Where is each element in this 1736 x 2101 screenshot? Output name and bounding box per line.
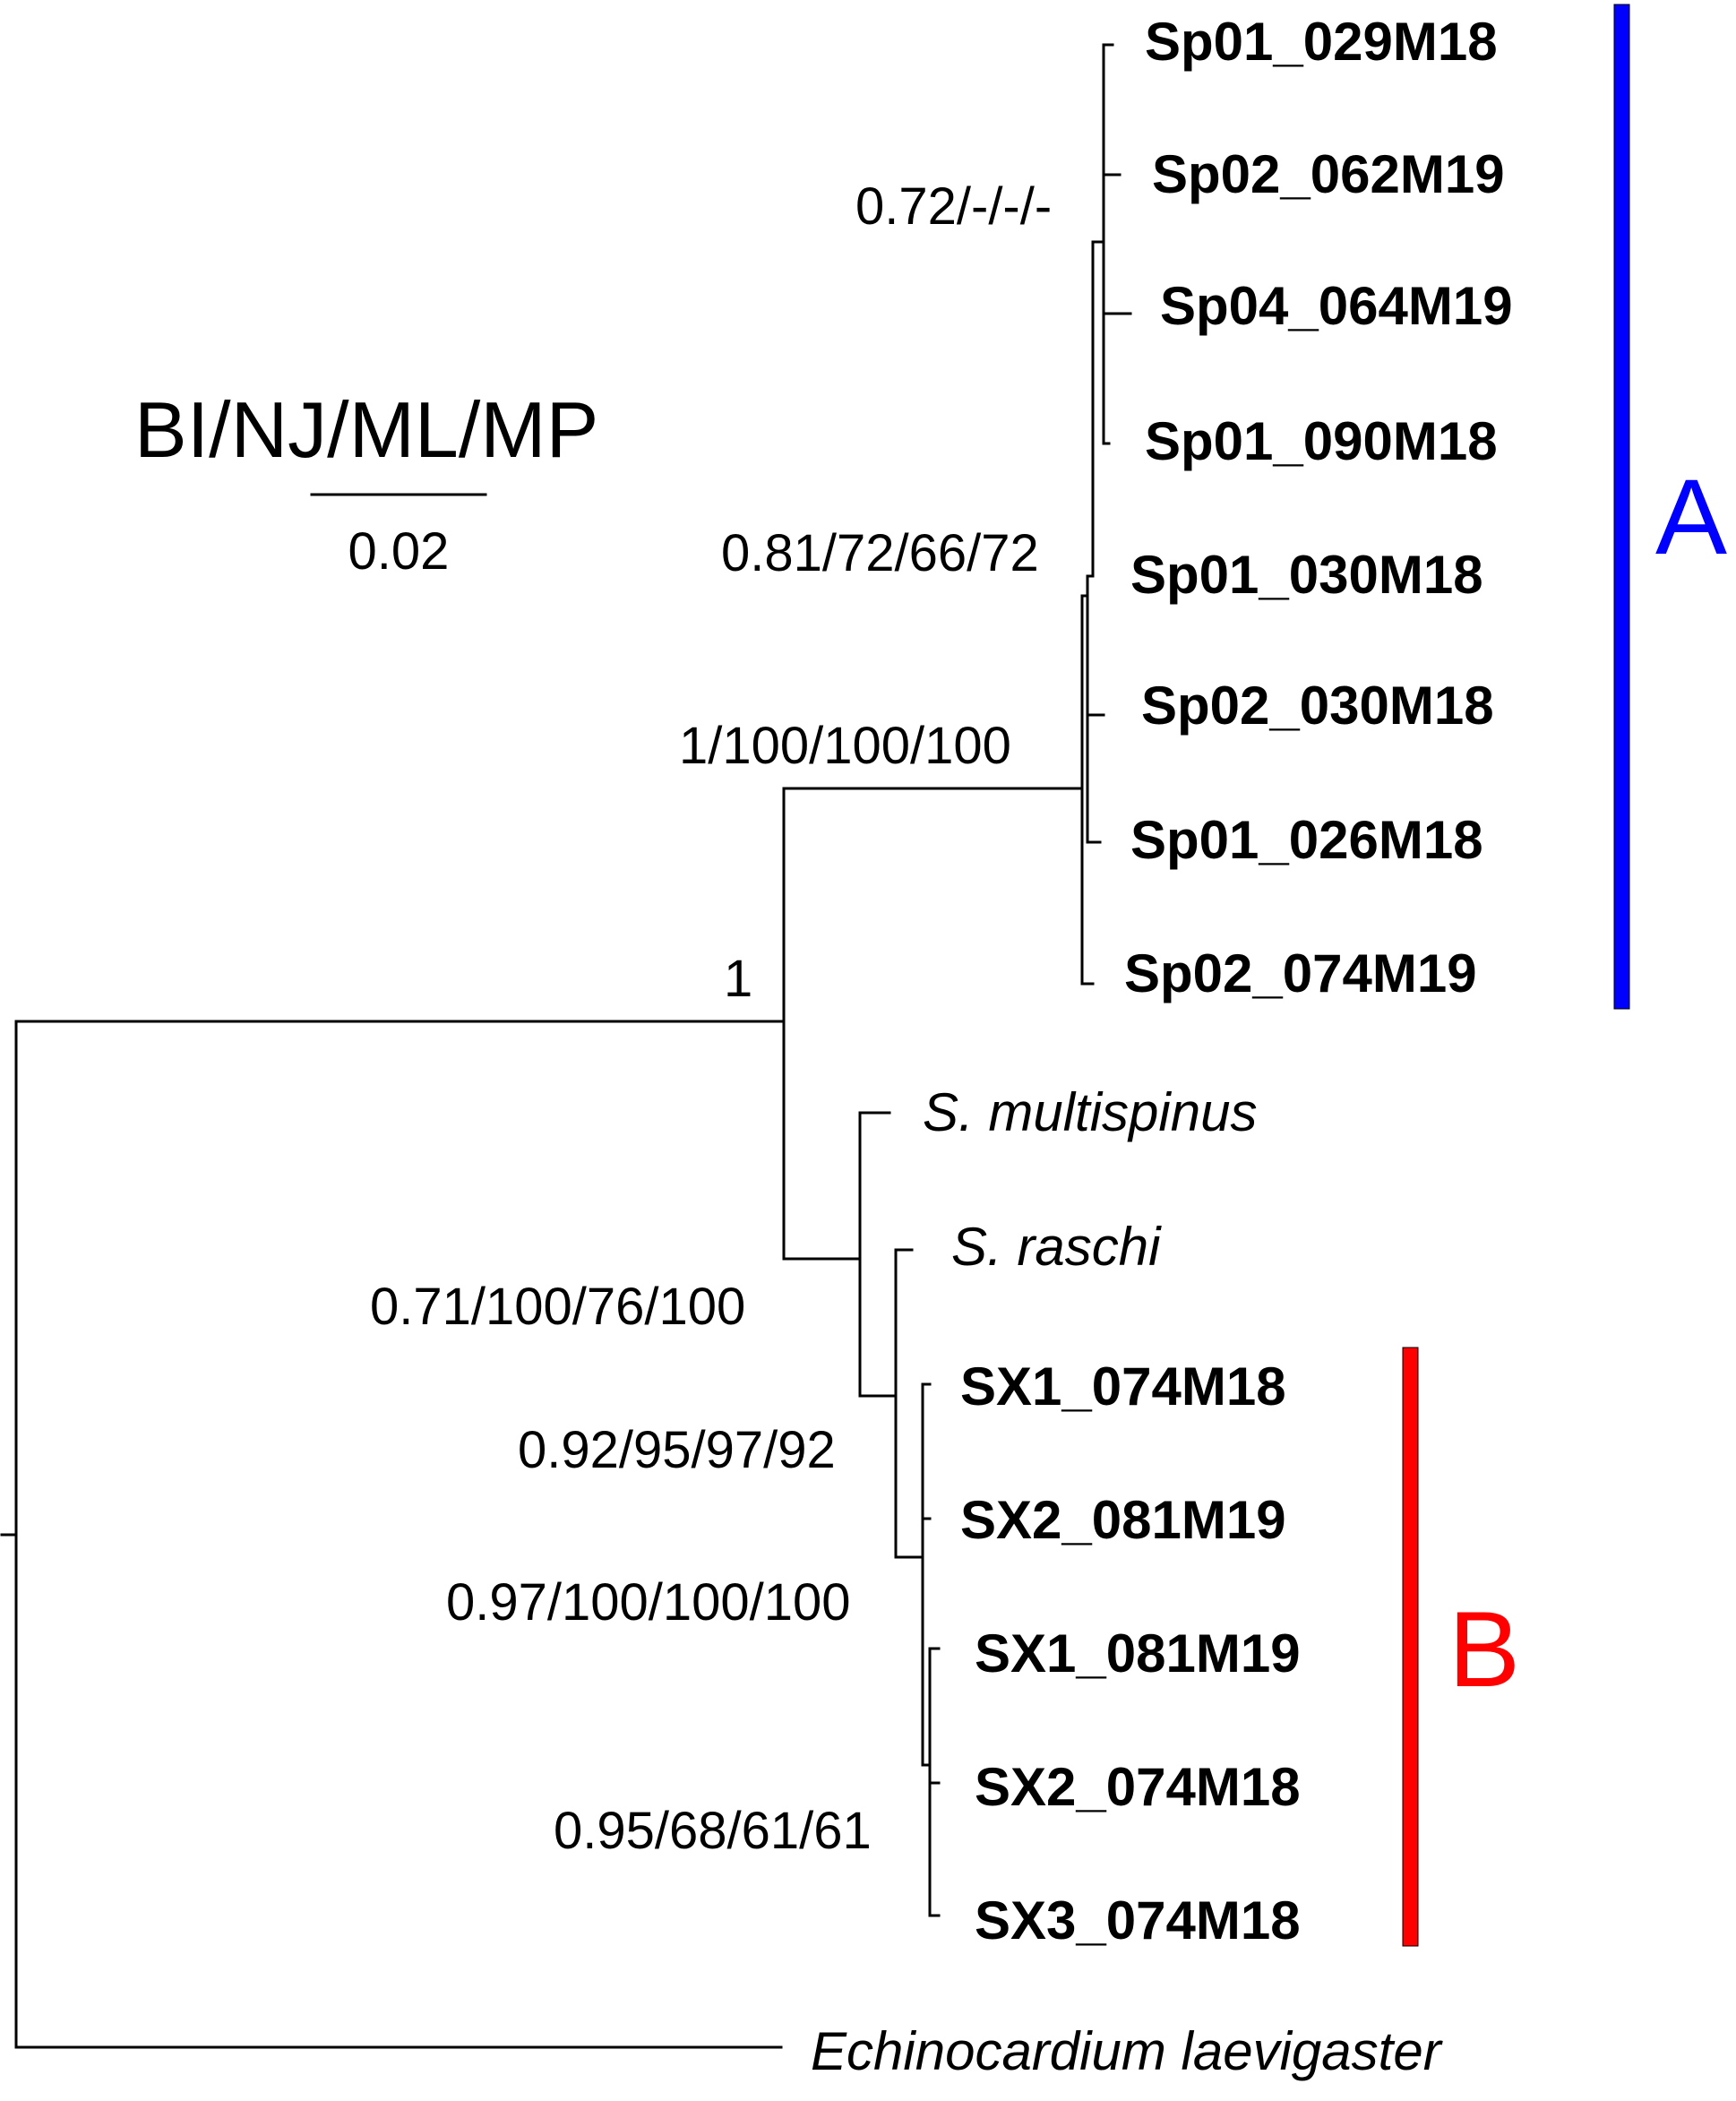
taxon-label: SX1_074M18 [960,1356,1286,1416]
taxon-label: SX2_081M19 [960,1490,1286,1550]
node-support-label: 0.92/95/97/92 [518,1421,836,1479]
node-support-label: 0.71/100/76/100 [370,1278,745,1336]
clade-a-bar [1613,4,1630,1010]
taxon-label: SX3_074M18 [975,1890,1301,1950]
taxon-label: Sp02_074M19 [1124,943,1477,1003]
taxon-label: SX2_074M18 [975,1757,1301,1817]
node-support-label: 0.95/68/61/61 [554,1802,872,1860]
scale-label: 0.02 [348,522,450,581]
taxon-label: Sp02_030M18 [1141,676,1494,736]
taxon-label: Sp01_030M18 [1130,545,1483,605]
node-support-label: 1/100/100/100 [679,717,1011,775]
clade-a-label: A [1655,457,1727,577]
taxon-label: Sp01_090M18 [1145,411,1498,471]
methods-label: BI/NJ/ML/MP [134,385,598,474]
node-support-label: 0.97/100/100/100 [446,1573,851,1632]
taxon-label: Sp01_029M18 [1145,12,1498,72]
taxon-label: S. raschi [951,1217,1162,1277]
clade-b-bar [1402,1347,1419,1947]
taxon-label: Sp01_026M18 [1130,810,1483,870]
taxon-label: SX1_081M19 [975,1623,1301,1683]
clade-b-label: B [1448,1589,1520,1709]
taxon-label: Echinocardium laevigaster [811,2021,1443,2081]
taxon-label: Sp04_064M19 [1160,276,1513,336]
node-support-label: 1 [724,950,752,1008]
node-support-label: 0.81/72/66/72 [721,524,1039,582]
node-support-label: 0.72/-/-/- [855,177,1052,236]
taxon-label: S. multispinus [923,1082,1257,1142]
taxon-label: Sp02_062M19 [1152,144,1505,204]
